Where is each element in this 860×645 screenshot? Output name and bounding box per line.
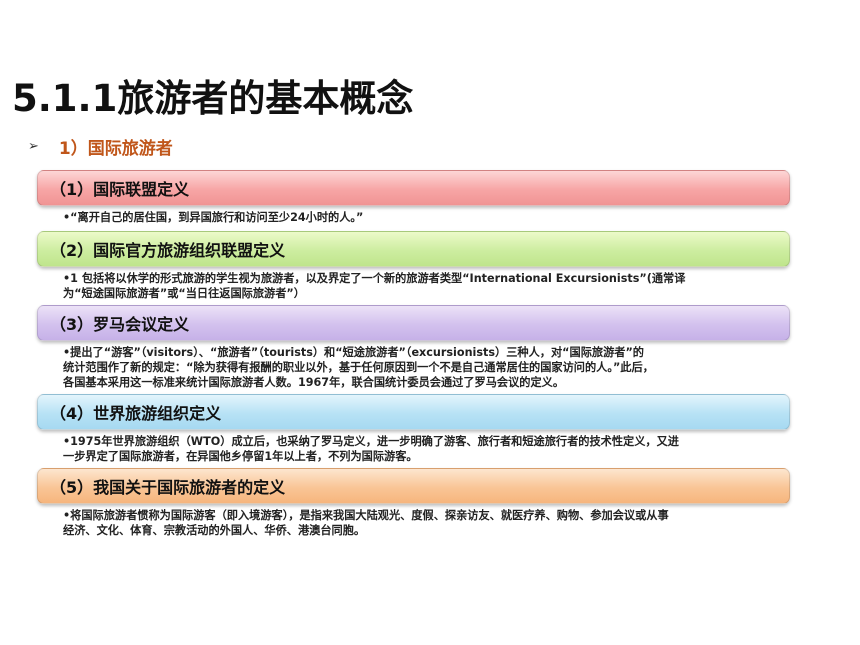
section-header: （1）国际联盟定义 (37, 170, 790, 206)
section-iuoto: （2）国际官方旅游组织联盟定义 •1 包括将以休学的形式旅游的学生视为旅游者，以… (37, 231, 790, 301)
section-league-of-nations: （1）国际联盟定义 •“离开自己的居住国，到异国旅行和访问至少24小时的人。” (37, 170, 790, 225)
section-header: （3）罗马会议定义 (37, 305, 790, 341)
subheading: ➢ 1）国际旅游者 (28, 134, 173, 159)
slide-title: 5.1.1旅游者的基本概念 (12, 77, 414, 120)
section-rome-conference: （3）罗马会议定义 •提出了“游客”（visitors）、“旅游者”（touri… (37, 305, 790, 390)
section-header: （4）世界旅游组织定义 (37, 394, 790, 430)
section-description: •1 包括将以休学的形式旅游的学生视为旅游者，以及界定了一个新的旅游者类型“In… (63, 272, 686, 300)
section-description: •“离开自己的居住国，到异国旅行和访问至少24小时的人。” (63, 211, 364, 224)
section-header: （2）国际官方旅游组织联盟定义 (37, 231, 790, 267)
section-china-definition: （5）我国关于国际旅游者的定义 •将国际旅游者惯称为国际游客（即入境游客），是指… (37, 468, 790, 538)
section-description: •提出了“游客”（visitors）、“旅游者”（tourists）和“短途旅游… (63, 346, 654, 389)
arrow-bullet-icon: ➢ (28, 139, 39, 154)
section-wto: （4）世界旅游组织定义 •1975年世界旅游组织（WTO）成立后，也采纳了罗马定… (37, 394, 790, 464)
subheading-text: 1）国际旅游者 (58, 139, 173, 159)
section-header: （5）我国关于国际旅游者的定义 (37, 468, 790, 504)
section-description: •将国际旅游者惯称为国际游客（即入境游客），是指来我国大陆观光、度假、探亲访友、… (63, 509, 669, 537)
section-description: •1975年世界旅游组织（WTO）成立后，也采纳了罗马定义，进一步明确了游客、旅… (63, 435, 679, 463)
